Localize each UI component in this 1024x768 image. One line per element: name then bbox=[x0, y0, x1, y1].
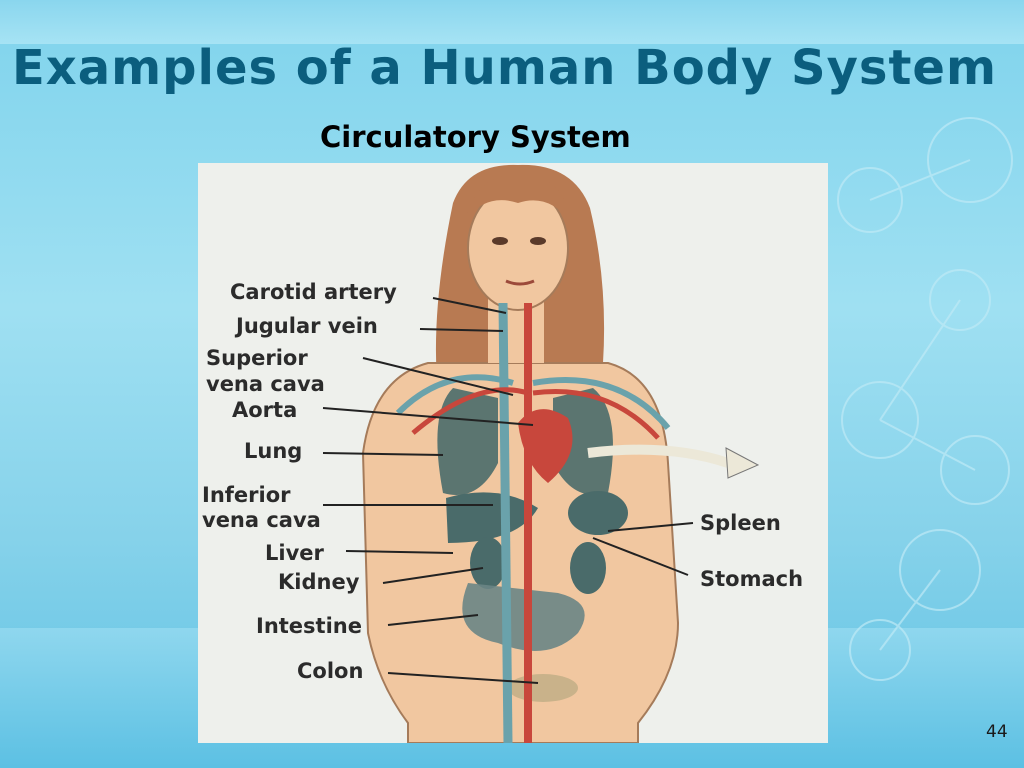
label-spleen: Spleen bbox=[700, 511, 781, 535]
slide-title: Examples of a Human Body System bbox=[12, 40, 997, 96]
label-superior-vena-cava-line1: Superior bbox=[206, 346, 308, 370]
label-superior-vena-cava-line2: vena cava bbox=[206, 372, 325, 396]
page-number: 44 bbox=[986, 722, 1008, 742]
circulatory-diagram bbox=[198, 163, 828, 743]
label-stomach: Stomach bbox=[700, 567, 804, 591]
label-inferior-vena-cava-line2: vena cava bbox=[202, 508, 321, 532]
label-jugular-vein: Jugular vein bbox=[236, 314, 378, 338]
diagram-subtitle: Circulatory System bbox=[320, 120, 631, 154]
label-lung: Lung bbox=[244, 439, 303, 463]
top-band bbox=[0, 0, 1024, 44]
label-aorta: Aorta bbox=[232, 398, 298, 422]
body-illustration bbox=[322, 164, 760, 743]
label-kidney: Kidney bbox=[278, 570, 360, 594]
label-liver: Liver bbox=[265, 541, 324, 565]
label-intestine: Intestine bbox=[256, 614, 362, 638]
label-inferior-vena-cava-line1: Inferior bbox=[202, 483, 291, 507]
label-carotid-artery: Carotid artery bbox=[230, 280, 397, 304]
label-colon: Colon bbox=[297, 659, 364, 683]
